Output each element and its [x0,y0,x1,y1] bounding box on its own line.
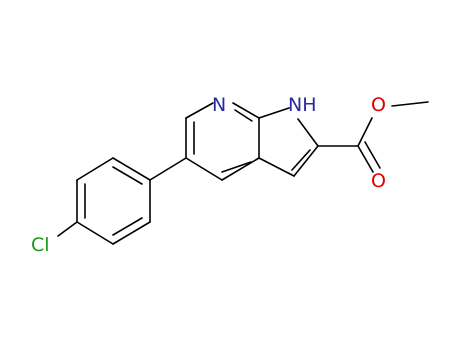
bond [185,102,214,119]
double-bond-inner [291,149,311,171]
carbonyl-double-bond [357,145,374,173]
pyrrole-ring [258,107,319,177]
ester-oxygen-label: O [371,94,386,116]
bond [112,157,151,181]
pyrrole-nh-label: NH [288,94,317,116]
bond [185,157,223,181]
bond [112,221,151,245]
double-bond-inner [234,109,253,122]
bond [221,157,260,181]
carbonyl-double-bond [364,141,381,169]
bond [258,107,290,119]
double-bond-inner [112,217,143,236]
pyridine-ring [185,102,260,181]
bond [258,157,295,177]
bond [357,117,373,147]
bond [76,221,114,245]
pyridine-nitrogen-label: N [212,94,226,116]
bond [297,118,319,147]
double-bond-inner [221,161,252,173]
chlorophenyl-ring [76,157,151,245]
methyl-ester-group [317,101,429,173]
bond [232,102,260,119]
chlorine-label: Cl [31,234,50,256]
biaryl-bond [149,157,187,181]
bond [76,157,114,181]
bond [293,145,319,177]
bond [391,101,429,107]
carbon-chlorine-bond [57,221,78,237]
carbonyl-oxygen-label: O [371,170,386,192]
double-bond-inner [112,166,143,185]
